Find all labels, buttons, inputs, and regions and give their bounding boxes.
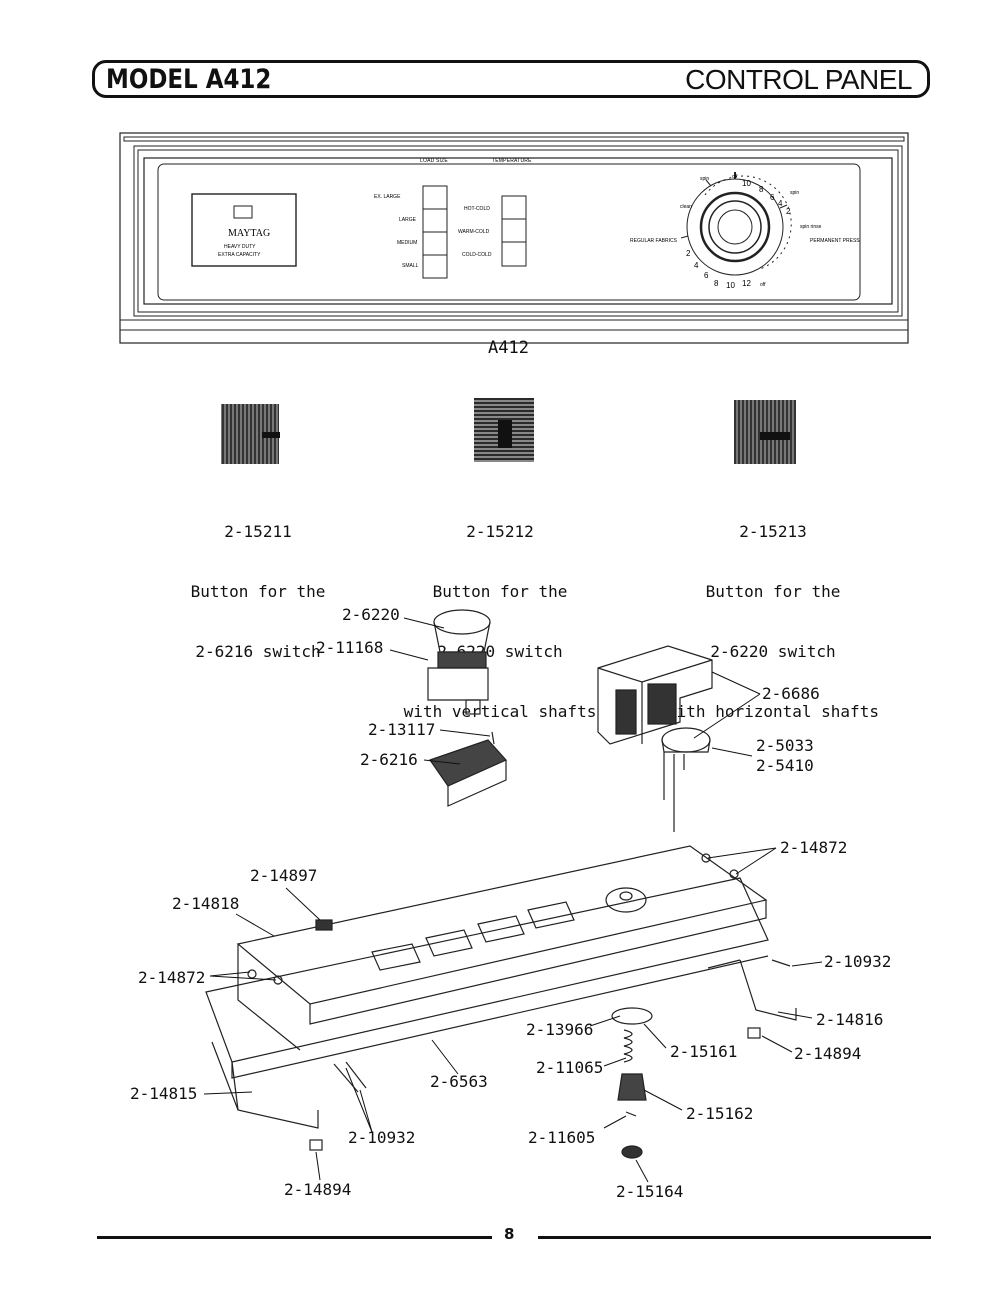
button-line1-3: Button for the	[705, 582, 841, 601]
callout-14815: 2-14815	[130, 1084, 198, 1103]
screw-10932-left-b	[345, 1061, 367, 1089]
callout-6686: 2-6686	[762, 684, 820, 703]
callout-14894-left: 2-14894	[284, 1180, 352, 1199]
dial-num-3: 6	[770, 193, 775, 202]
button-line2-1: 2-6216 switch	[195, 642, 321, 661]
dial-text-5: spin rinse	[800, 224, 822, 230]
callout-15164: 2-15164	[616, 1182, 684, 1201]
callout-15162: 2-15162	[686, 1104, 754, 1123]
button-part-3: 2-15213	[739, 522, 807, 541]
page-number: 8	[504, 1225, 515, 1243]
button-15213-icon	[734, 400, 796, 464]
leader-lines	[203, 617, 823, 1183]
clip-14897-part	[315, 919, 333, 931]
dial-text-6: off	[760, 282, 766, 288]
callout-6220: 2-6220	[342, 605, 400, 624]
switch-6216-part	[429, 731, 507, 807]
callout-14897: 2-14897	[250, 866, 318, 885]
timer-6686-part	[597, 645, 713, 832]
footer-rule-right	[538, 1236, 931, 1239]
load-label-4: SMALL	[402, 263, 419, 269]
button-caption-3: 2-15213 Button for the 2-6220 switch wit…	[658, 482, 888, 742]
load-label-3: MEDIUM	[397, 240, 417, 246]
load-label-1: EX. LARGE	[374, 194, 401, 200]
callout-11605: 2-11605	[528, 1128, 596, 1147]
section-title: CONTROL PANEL	[685, 64, 912, 95]
dial-text-1: spin	[700, 176, 709, 182]
callout-14894-right: 2-14894	[794, 1044, 862, 1063]
badge-line2: EXTRA CAPACITY	[218, 252, 261, 258]
dial-num-10: 10	[726, 281, 735, 290]
dial-text-2: off	[732, 174, 738, 180]
header-frame	[92, 60, 930, 98]
dial-num-7: 4	[694, 261, 699, 270]
dial-num-2: 8	[759, 185, 764, 194]
callout-14872-left: 2-14872	[138, 968, 206, 987]
nut-14894-right-part	[747, 1027, 761, 1039]
callout-11168: 2-11168	[316, 638, 384, 657]
dial-num-4: 4	[778, 199, 783, 208]
dial-num-5: 2	[786, 207, 791, 216]
button-line3-3: with horizontal shafts	[667, 702, 879, 721]
dial-num-11: 12	[742, 279, 751, 288]
button-line2-3: 2-6220 switch	[710, 642, 836, 661]
dial-right-label: PERMANENT PRESS	[810, 238, 860, 244]
button-part-2: 2-15212	[466, 522, 534, 541]
nut-14894-left-part	[309, 1139, 323, 1151]
badge-line1: HEAVY DUTY	[224, 244, 256, 250]
button-line1-2: Button for the	[432, 582, 568, 601]
load-label-2: LARGE	[399, 217, 417, 223]
button-caption-1: 2-15211 Button for the 2-6216 switch	[158, 482, 358, 682]
knob-spring-stack	[611, 1007, 653, 1159]
dial-num-8: 6	[704, 271, 709, 280]
callout-5033: 2-5033	[756, 736, 814, 755]
callout-14818: 2-14818	[172, 894, 240, 913]
dial-num-9: 8	[714, 279, 719, 288]
temp-label-3: COLD-COLD	[462, 252, 492, 258]
screw-14872-b	[729, 869, 739, 879]
dial-text-3: clean	[680, 204, 692, 210]
panel-heading-temp: TEMPERATURE	[492, 158, 532, 164]
dial-left-label: REGULAR FABRICS	[630, 238, 678, 244]
button-part-1: 2-15211	[224, 522, 292, 541]
callout-15161: 2-15161	[670, 1042, 738, 1061]
screw-10932-right	[771, 959, 791, 967]
panel-heading-load: LOAD SIZE	[420, 158, 448, 164]
button-line1-1: Button for the	[190, 582, 326, 601]
callout-13966: 2-13966	[526, 1020, 594, 1039]
model-title: MODEL A412	[106, 64, 272, 95]
temp-label-1: HOT-COLD	[464, 206, 490, 212]
callout-14816: 2-14816	[816, 1010, 884, 1029]
callout-10932-right: 2-10932	[824, 952, 892, 971]
dial-num-6: 2	[686, 249, 691, 258]
callout-11065: 2-11065	[536, 1058, 604, 1077]
temp-label-2: WARM-COLD	[458, 229, 490, 235]
button-15212-icon	[474, 398, 534, 462]
switch-6220-part	[427, 609, 491, 715]
screw-14872-c	[247, 969, 257, 979]
badge-brand: MAYTAG	[228, 228, 270, 239]
callout-6216: 2-6216	[360, 750, 418, 769]
callout-10932-left: 2-10932	[348, 1128, 416, 1147]
callout-13117: 2-13117	[368, 720, 436, 739]
panel-caption: A412	[488, 338, 529, 358]
callout-6563: 2-6563	[430, 1072, 488, 1091]
console-frame	[205, 845, 797, 1129]
dial-num-1: 10	[742, 179, 751, 188]
dial-text-4: spin	[790, 190, 799, 196]
button-15211-icon	[221, 404, 280, 464]
callout-5410: 2-5410	[756, 756, 814, 775]
button-line3-2: with vertical shafts	[403, 702, 597, 721]
footer-rule-left	[97, 1236, 492, 1239]
callout-14872-top: 2-14872	[780, 838, 848, 857]
